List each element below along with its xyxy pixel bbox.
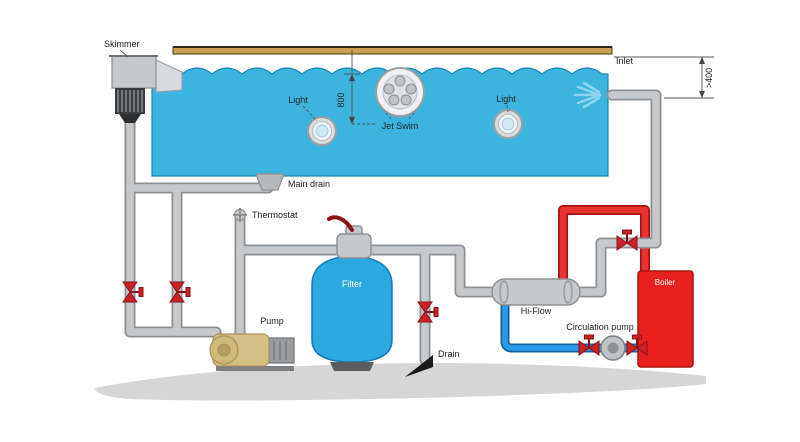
thermostat-label: Thermostat [252, 210, 298, 220]
light-left-label: Light [288, 95, 308, 105]
jet-swim-label: Jet Swim [382, 121, 419, 131]
filter-multiport-valve [327, 215, 372, 259]
hi-flow-label: Hi-Flow [521, 306, 552, 316]
circulation-pump-label: Circulation pump [566, 322, 634, 332]
drain-spout [405, 355, 433, 377]
pool-light-left [307, 116, 337, 146]
ground-shadow [95, 363, 706, 401]
pool-deck [172, 46, 613, 55]
pool-light-right [493, 109, 523, 139]
depth-dimension-label: 800 [336, 92, 346, 107]
light-right-leader [506, 104, 509, 113]
jet-swim-unit [375, 67, 425, 117]
inlet-depth-dimension-label: >400 [704, 68, 714, 88]
filter-label: Filter [342, 279, 362, 289]
main-drain-label: Main drain [288, 179, 330, 189]
pool-water [151, 67, 609, 177]
light-left-leader [302, 105, 318, 122]
jet-swim-leader [408, 110, 417, 120]
circulation-hose-core [502, 297, 644, 351]
boiler-unit [637, 270, 694, 368]
circulation-pump-unit [600, 335, 626, 361]
filter-tank [311, 255, 393, 371]
pump-label: Pump [260, 316, 284, 326]
jet-swim-leader [383, 110, 392, 120]
drain-label: Drain [438, 349, 460, 359]
pump-unit [209, 333, 295, 371]
main-drain-fitting [255, 173, 285, 191]
inlet-label: Inlet [616, 56, 634, 66]
thermostat-fitting [233, 208, 247, 222]
dimension-depth [344, 50, 376, 125]
dimension-inlet-depth [614, 56, 714, 99]
hi-flow-exchanger [491, 278, 581, 306]
skimmer-unit [109, 49, 183, 123]
skimmer-label: Skimmer [104, 39, 140, 49]
light-right-label: Light [496, 94, 516, 104]
boiler-label: Boiler [655, 278, 676, 287]
inlet-splash [573, 81, 602, 109]
